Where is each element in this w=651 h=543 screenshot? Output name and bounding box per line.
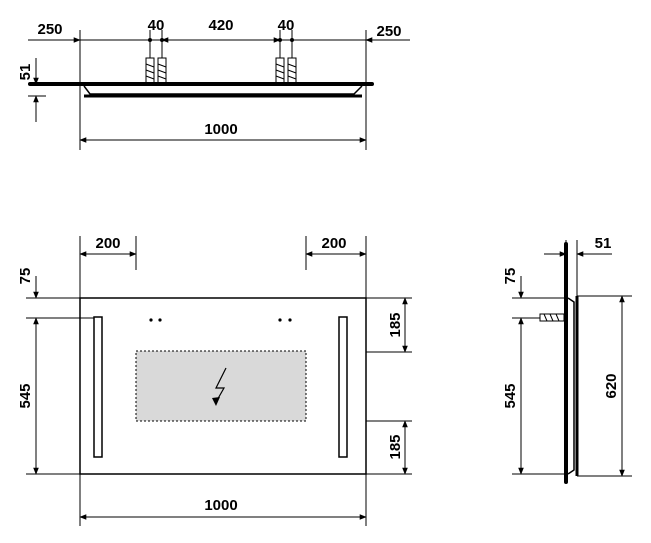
dim-label-lower-height: 545 xyxy=(17,383,34,408)
dim-label-width: 1000 xyxy=(204,121,237,138)
side-view: 51 75 545 620 xyxy=(502,235,632,484)
top-view: 250 40 420 40 250 51 1000 xyxy=(17,17,410,150)
dim-dot xyxy=(160,38,164,42)
sensor-dot xyxy=(278,318,282,322)
dim-label-bracket-left: 40 xyxy=(148,17,165,34)
dim-label-width: 1000 xyxy=(204,497,237,514)
dim-label-right-top: 185 xyxy=(387,312,404,337)
dim-label-right-margin: 200 xyxy=(321,235,346,252)
led-strip-right xyxy=(338,316,348,458)
dim-label-top-margin: 75 xyxy=(502,268,519,285)
dim-dot xyxy=(148,38,152,42)
dim-label-total-height: 620 xyxy=(603,373,620,398)
dim-label-depth: 51 xyxy=(17,64,34,81)
front-view: 200 200 75 545 185 185 1000 xyxy=(17,235,412,526)
wall-bracket-right xyxy=(275,57,297,85)
led-strip-left xyxy=(93,316,103,458)
mirror-top-body xyxy=(83,85,363,95)
mirror-side-body xyxy=(567,297,575,475)
dim-label-lower-height: 545 xyxy=(502,383,519,408)
dim-label-bracket-spacing: 420 xyxy=(208,17,233,34)
dim-label-left-margin: 200 xyxy=(95,235,120,252)
dim-label-bracket-right: 40 xyxy=(278,17,295,34)
dim-label-left-offset: 250 xyxy=(37,21,62,38)
sensor-dot xyxy=(288,318,292,322)
dim-label-right-bottom: 185 xyxy=(387,434,404,459)
dim-label-depth: 51 xyxy=(595,235,612,252)
wall-bracket-left xyxy=(145,57,167,85)
installation-area xyxy=(135,350,307,422)
wall-bracket-side xyxy=(539,313,565,322)
lightning-bolt-icon xyxy=(212,367,227,406)
dim-dot xyxy=(290,38,294,42)
sensor-dot xyxy=(158,318,162,322)
dim-dot xyxy=(278,38,282,42)
dim-label-right-offset: 250 xyxy=(376,23,401,40)
sensor-dot xyxy=(149,318,153,322)
dim-label-top-margin: 75 xyxy=(17,268,34,285)
